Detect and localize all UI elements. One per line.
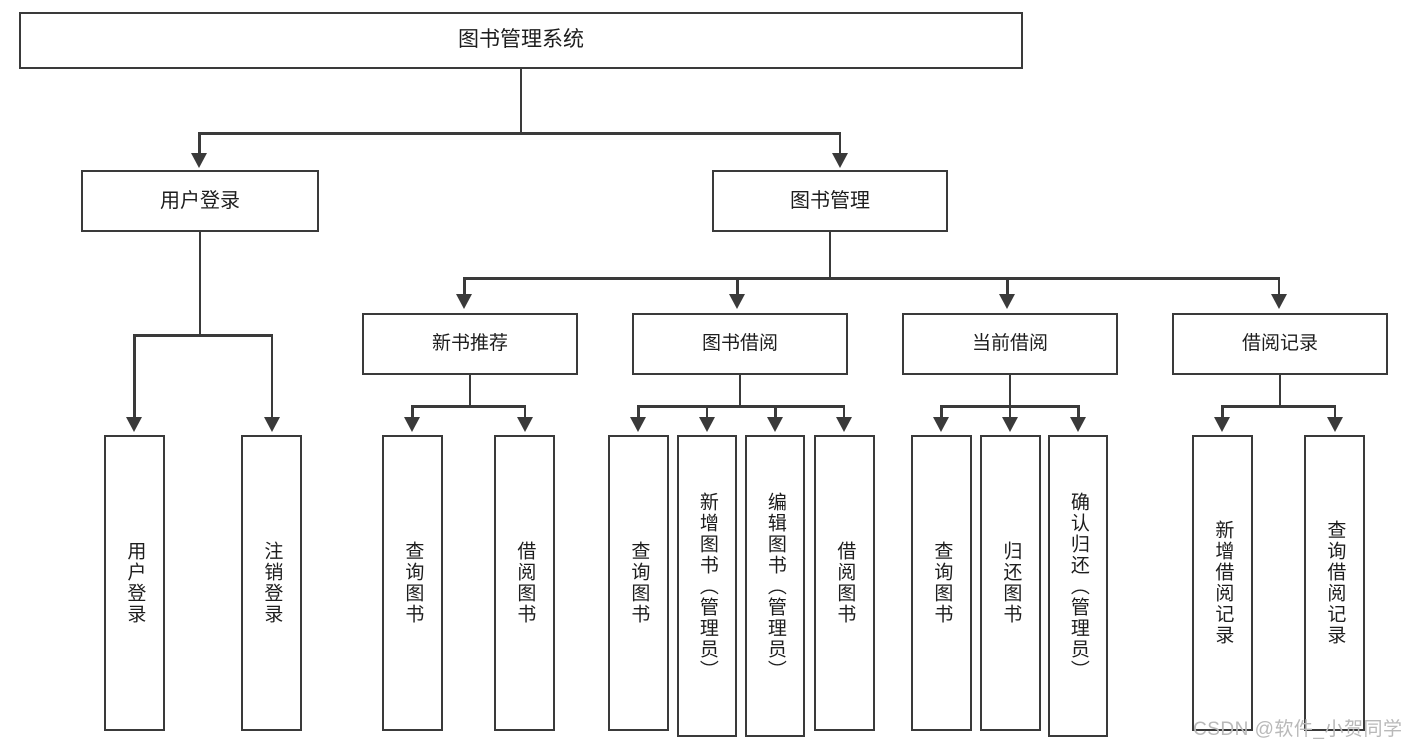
leaf-return-book[interactable]: 归还图书	[980, 435, 1041, 731]
leaf-query-book-3[interactable]: 查询图书	[911, 435, 972, 731]
node-label: 新书推荐	[431, 333, 508, 355]
connector-book-manage-drop-4	[1277, 277, 1280, 296]
connector-borrow-record-drop-1	[1221, 405, 1224, 419]
arrow-leaf-borrow-book-1	[516, 417, 533, 432]
leaf-add-record[interactable]: 新增借阅记录	[1192, 435, 1253, 731]
leaf-label: 查询图书	[628, 541, 650, 625]
arrow-to-borrow-record	[1270, 294, 1287, 309]
node-current-borrow[interactable]: 当前借阅	[902, 313, 1118, 375]
connector-new-book-bar	[411, 405, 526, 408]
arrow-to-current-borrow	[999, 294, 1015, 309]
node-label: 图书管理	[790, 189, 870, 212]
arrow-leaf-query-record	[1326, 417, 1343, 432]
leaf-borrow-book-1[interactable]: 借阅图书	[494, 435, 555, 731]
connector-root-stem	[519, 69, 522, 133]
arrow-to-user-login	[191, 153, 207, 168]
connector-new-book-stem	[468, 375, 471, 407]
leaf-label: 编辑图书（管理员）	[764, 491, 786, 681]
node-new-book-recommend[interactable]: 新书推荐	[362, 313, 578, 375]
leaf-query-book-2[interactable]: 查询图书	[608, 435, 669, 731]
node-book-manage[interactable]: 图书管理	[712, 170, 948, 232]
leaf-label: 用户登录	[124, 541, 146, 625]
node-root-system[interactable]: 图书管理系统	[19, 12, 1023, 69]
leaf-edit-book[interactable]: 编辑图书（管理员）	[745, 435, 805, 737]
node-label: 用户登录	[160, 189, 240, 212]
connector-book-borrow-drop-1	[637, 405, 640, 419]
arrow-leaf-user-logout	[263, 417, 280, 432]
connector-root-drop-left	[198, 132, 201, 155]
arrow-leaf-borrow-book-2	[835, 417, 852, 432]
connector-borrow-record-drop-2	[1333, 405, 1336, 419]
connector-book-borrow-stem	[738, 375, 741, 407]
connector-current-borrow-drop-1	[940, 405, 943, 419]
connector-borrow-record-stem	[1278, 375, 1281, 407]
connector-book-borrow-bar	[637, 405, 845, 408]
connector-current-borrow-stem	[1008, 375, 1011, 407]
arrow-leaf-query-book-2	[630, 417, 646, 432]
node-book-borrow[interactable]: 图书借阅	[632, 313, 848, 375]
leaf-label: 查询图书	[931, 541, 953, 625]
connector-book-borrow-drop-4	[842, 405, 845, 419]
connector-book-manage-drop-2	[736, 277, 739, 296]
connector-book-manage-drop-1	[463, 277, 466, 296]
node-label: 当前借阅	[971, 333, 1048, 355]
arrow-leaf-confirm-return	[1070, 417, 1086, 432]
leaf-query-book-1[interactable]: 查询图书	[382, 435, 443, 731]
csdn-watermark: CSDN @软件_小贺同学	[1193, 719, 1403, 740]
connector-user-login-stem	[198, 232, 201, 336]
arrow-leaf-return-book	[1001, 417, 1018, 432]
leaf-label: 查询借阅记录	[1324, 520, 1346, 646]
connector-book-borrow-drop-3	[774, 405, 777, 419]
connector-book-manage-drop-3	[1006, 277, 1009, 296]
leaf-label: 借阅图书	[834, 541, 856, 625]
connector-new-book-drop-2	[523, 405, 526, 419]
connector-user-login-bar	[133, 334, 273, 337]
connector-current-borrow-drop-3	[1077, 405, 1080, 419]
connector-root-drop-right	[838, 132, 841, 155]
leaf-label: 归还图书	[1000, 541, 1022, 625]
arrow-to-book-manage	[831, 153, 848, 168]
arrow-to-new-book-recommend	[456, 294, 472, 309]
leaf-confirm-return[interactable]: 确认归还（管理员）	[1048, 435, 1108, 737]
connector-book-manage-stem	[828, 232, 831, 279]
leaf-label: 借阅图书	[514, 541, 536, 625]
arrow-to-book-borrow	[729, 294, 745, 309]
arrow-leaf-add-record	[1214, 417, 1230, 432]
arrow-leaf-query-book-3	[933, 417, 949, 432]
node-label: 借阅记录	[1241, 333, 1318, 355]
leaf-query-record[interactable]: 查询借阅记录	[1304, 435, 1365, 731]
connector-book-manage-bar	[463, 277, 1280, 280]
connector-current-borrow-drop-2	[1008, 405, 1011, 419]
connector-root-bar	[198, 132, 841, 135]
arrow-leaf-add-book	[698, 417, 715, 432]
connector-book-borrow-drop-2	[705, 405, 708, 419]
leaf-user-logout[interactable]: 注销登录	[241, 435, 302, 731]
connector-user-login-drop-2	[270, 334, 273, 419]
leaf-label: 确认归还（管理员）	[1067, 491, 1089, 681]
leaf-label: 新增借阅记录	[1212, 520, 1234, 646]
node-borrow-record[interactable]: 借阅记录	[1172, 313, 1388, 375]
node-user-login[interactable]: 用户登录	[81, 170, 319, 232]
leaf-user-login[interactable]: 用户登录	[104, 435, 165, 731]
arrow-leaf-query-book-1	[404, 417, 420, 432]
arrow-leaf-edit-book	[767, 417, 783, 432]
node-label: 图书管理系统	[458, 28, 584, 52]
connector-user-login-drop-1	[133, 334, 136, 419]
leaf-add-book[interactable]: 新增图书（管理员）	[677, 435, 737, 737]
arrow-leaf-user-login	[126, 417, 142, 432]
connector-borrow-record-bar	[1221, 405, 1336, 408]
node-label: 图书借阅	[701, 333, 778, 355]
connector-new-book-drop-1	[411, 405, 414, 419]
leaf-borrow-book-2[interactable]: 借阅图书	[814, 435, 875, 731]
leaf-label: 新增图书（管理员）	[696, 491, 718, 681]
leaf-label: 注销登录	[261, 541, 283, 625]
leaf-label: 查询图书	[402, 541, 424, 625]
